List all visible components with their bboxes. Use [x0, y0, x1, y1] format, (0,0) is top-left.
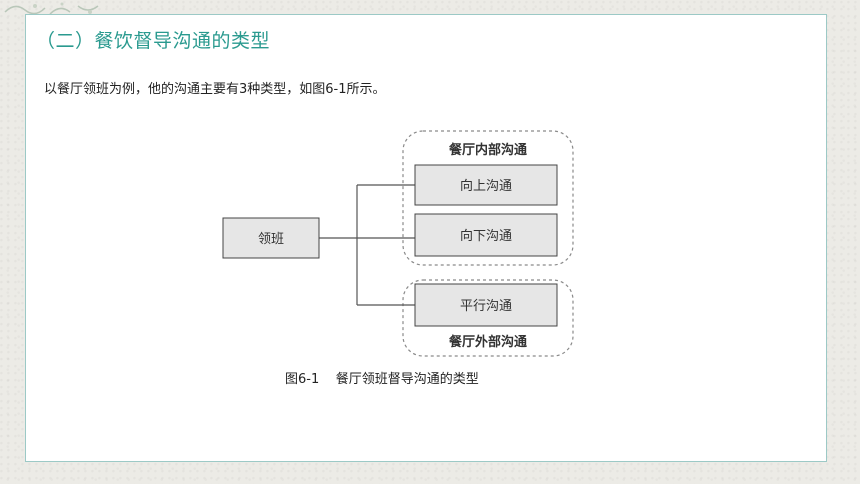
decorative-corner-ornament [4, 2, 99, 15]
target-node-label: 向下沟通 [460, 228, 512, 244]
connector-lines [319, 184, 415, 306]
internal-group-label: 餐厅内部沟通 [448, 142, 527, 158]
intro-text: 以餐厅领班为例，他的沟通主要有3种类型，如图6-1所示。 [44, 82, 386, 97]
target-node-downward: 向下沟通 [414, 213, 558, 257]
figure-caption: 图6-1 餐厅领班督导沟通的类型 [285, 372, 479, 387]
section-title: （二）餐饮督导沟通的类型 [36, 30, 271, 52]
external-group-label: 餐厅外部沟通 [448, 334, 527, 350]
target-node-label: 平行沟通 [460, 299, 512, 314]
target-node-upward: 向上沟通 [414, 164, 558, 206]
internal-communication-group [402, 130, 574, 266]
source-node-label: 领班 [258, 232, 284, 247]
source-node: 领班 [222, 217, 320, 259]
target-node-label: 向上沟通 [460, 178, 512, 194]
target-node-lateral: 平行沟通 [414, 283, 558, 327]
